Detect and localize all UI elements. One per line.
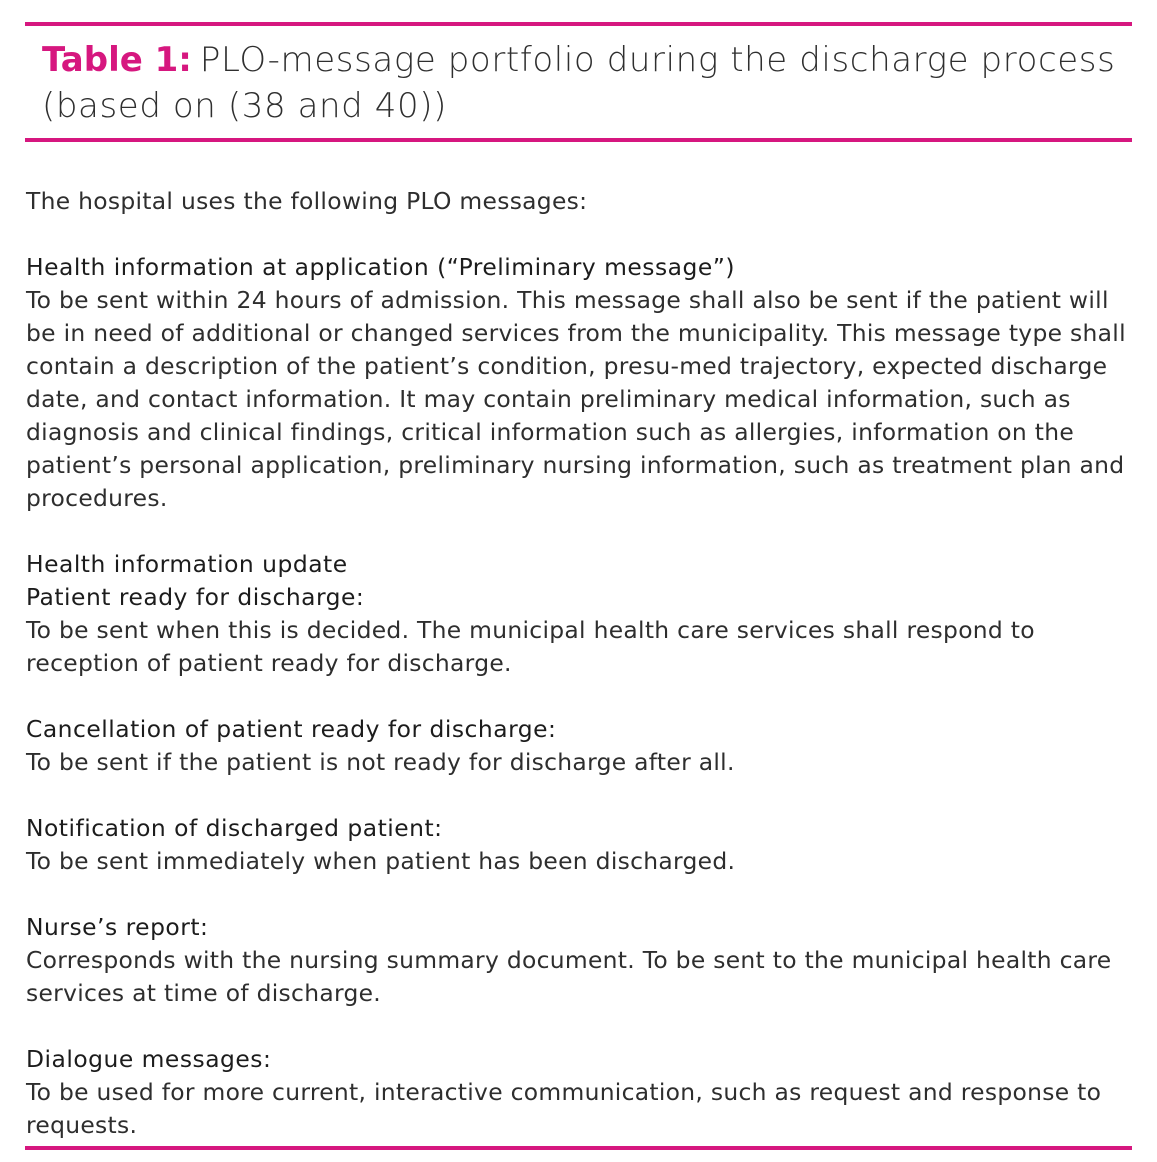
section-cancellation: Cancellation of patient ready for discha… [26,713,1136,779]
section-body: To be sent immediately when patient has … [26,847,736,875]
section-heading: Health information at application (“Prel… [26,253,735,281]
section-body: To be sent when this is decided. The mun… [26,616,1035,677]
section-heading: Health information update [26,550,348,578]
table-body: The hospital uses the following PLO mess… [26,185,1136,1142]
section-body: Corresponds with the nursing summary doc… [26,946,1112,1007]
section-dialogue-messages: Dialogue messages: To be used for more c… [26,1043,1136,1142]
section-body: To be used for more current, interactive… [26,1078,1102,1139]
section-notification: Notification of discharged patient: To b… [26,812,1136,878]
section-heading: Cancellation of patient ready for discha… [26,715,557,743]
top-rule [25,22,1132,26]
section-body: To be sent within 24 hours of admission.… [26,286,1126,512]
bottom-rule [25,1146,1132,1150]
table-title: PLO-message portfolio during the dischar… [42,40,1116,126]
section-heading: Notification of discharged patient: [26,814,443,842]
intro-text: The hospital uses the following PLO mess… [26,187,588,215]
table-label: Table 1: [42,40,192,80]
section-heading: Nurse’s report: [26,913,209,941]
section-health-information-update: Health information update Patient ready … [26,548,1136,680]
section-nurses-report: Nurse’s report: Corresponds with the nur… [26,911,1136,1010]
section-preliminary-message: Health information at application (“Prel… [26,251,1136,515]
caption-divider [25,138,1132,142]
section-subheading: Patient ready for discharge: [26,583,365,611]
section-body: To be sent if the patient is not ready f… [26,748,735,776]
table-caption: Table 1:PLO-message portfolio during the… [42,37,1122,129]
section-heading: Dialogue messages: [26,1045,272,1073]
